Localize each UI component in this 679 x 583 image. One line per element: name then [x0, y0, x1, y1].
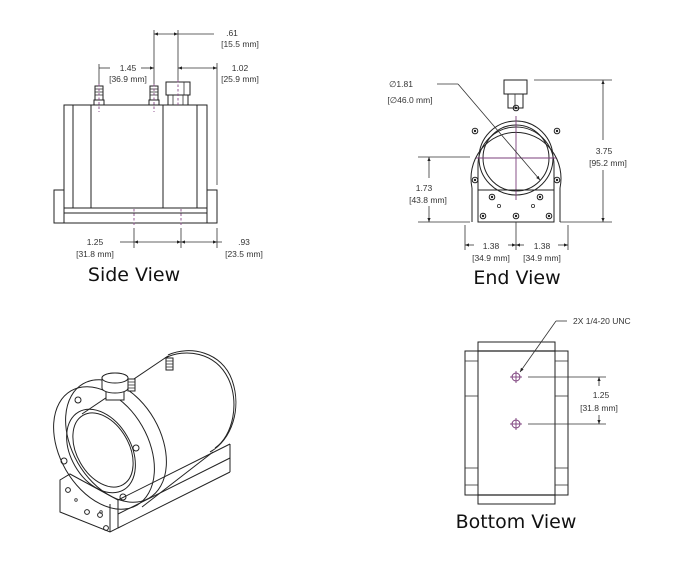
- side-right-foot: [206, 189, 218, 224]
- side-view: .61 [15.5 mm] 1.45 [36.9 mm] 1.02 [25.9 …: [53, 28, 263, 286]
- side-nipple-right: [148, 84, 160, 112]
- end-fitting: [503, 79, 528, 95]
- dim-nipple-spacing-mm: [36.9 mm]: [109, 74, 147, 84]
- dim-aperture-in: ∅1.81: [389, 79, 413, 89]
- dim-center-height-in: 1.73: [416, 183, 433, 193]
- dim-half-width-left-in: 1.38: [483, 241, 500, 251]
- end-screw-holes: [471, 104, 561, 220]
- isometric-view: [53, 350, 237, 533]
- bottom-right-rail: [554, 350, 569, 496]
- side-left-foot: [53, 189, 65, 224]
- side-view-title: Side View: [88, 264, 180, 286]
- dim-fitting-end-mm: [25.9 mm]: [221, 74, 259, 84]
- dim-bottom-hole-spacing-mm: [31.8 mm]: [580, 403, 618, 413]
- dim-fitting-end-in: 1.02: [232, 63, 249, 73]
- dim-half-width-left-mm: [34.9 mm]: [472, 253, 510, 263]
- side-nipple-left: [93, 84, 105, 112]
- bottom-base-outline: [477, 341, 556, 505]
- side-body-outline: [63, 104, 208, 214]
- dim-hole-to-end-mm: [23.5 mm]: [225, 249, 263, 259]
- side-fitting: [165, 80, 191, 106]
- dim-nipple-spacing-in: 1.45: [120, 63, 137, 73]
- dim-half-width-right-in: 1.38: [534, 241, 551, 251]
- bottom-view: 2X 1/4-20 UNC 1.25 [31.8 mm] Bottom View: [456, 316, 631, 533]
- bottom-view-title: Bottom View: [456, 511, 577, 533]
- dim-bottom-hole-spacing-in: 1.25: [593, 390, 610, 400]
- end-view: ∅1.81 [∅46.0 mm] 3.75 [95.2 mm] 1.73 [43…: [387, 79, 627, 289]
- dim-bottom-spacing-in: 1.25: [87, 237, 104, 247]
- dim-height-mm: [95.2 mm]: [589, 158, 627, 168]
- dim-side-offset-mm: [15.5 mm]: [221, 39, 259, 49]
- dim-half-width-right-mm: [34.9 mm]: [523, 253, 561, 263]
- side-base-plate: [63, 207, 208, 224]
- bottom-left-rail: [464, 350, 479, 496]
- dim-aperture-mm: [∅46.0 mm]: [387, 95, 432, 105]
- dim-bottom-spacing-mm: [31.8 mm]: [76, 249, 114, 259]
- dim-hole-to-end-in: .93: [238, 237, 250, 247]
- bottom-thread-note: 2X 1/4-20 UNC: [573, 316, 631, 326]
- dim-side-offset-in: .61: [226, 28, 238, 38]
- dim-height-in: 3.75: [596, 146, 613, 156]
- bottom-hole-2: [510, 418, 522, 430]
- bottom-hole-1: [510, 371, 522, 383]
- end-view-title: End View: [473, 267, 560, 289]
- dim-center-height-mm: [43.8 mm]: [409, 195, 447, 205]
